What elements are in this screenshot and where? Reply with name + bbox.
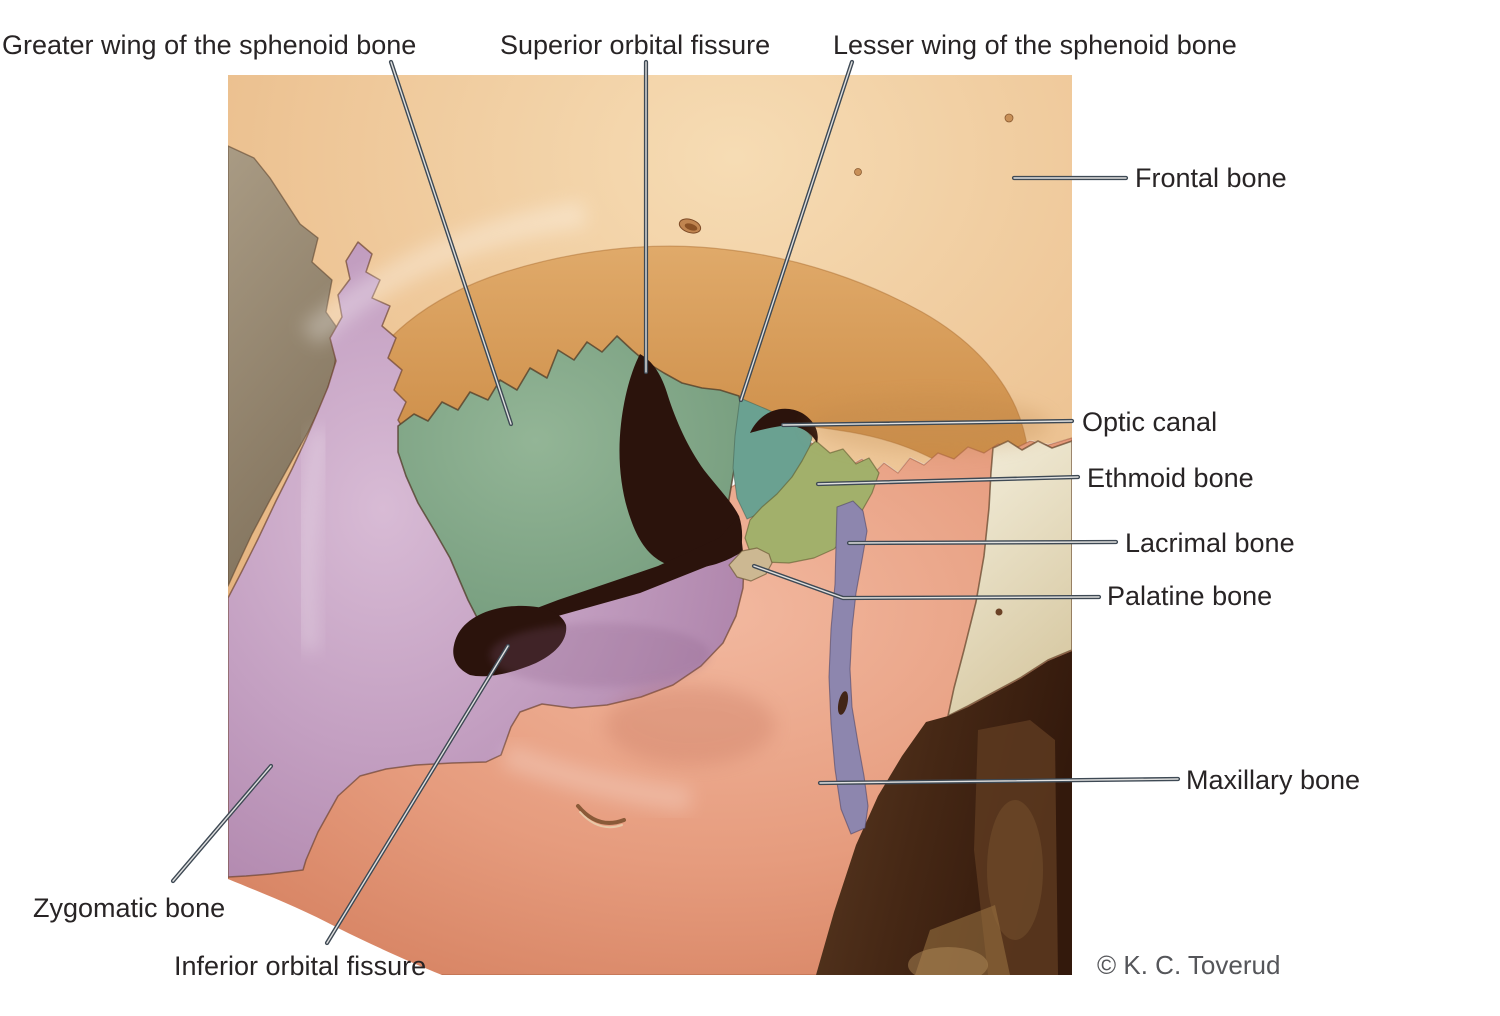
label-palatine-bone: Palatine bone [1107, 581, 1273, 611]
shading-highlights [298, 201, 1050, 812]
label-ethmoid-bone: Ethmoid bone [1087, 463, 1254, 493]
label-frontal-bone: Frontal bone [1135, 163, 1287, 193]
label-inferior-orbital-fissure: Inferior orbital fissure [174, 951, 427, 981]
bone-foramina [576, 113, 1014, 829]
zygomatic-bone-region [228, 241, 745, 878]
white-bone-strip [947, 440, 1072, 717]
copyright-credit: © K. C. Toverud [1097, 950, 1281, 980]
optic-canal-region [750, 408, 818, 443]
label-lesser-wing: Lesser wing of the sphenoid bone [833, 30, 1237, 60]
label-optic-canal: Optic canal [1082, 407, 1218, 437]
lacrimal-bone-region [828, 500, 869, 835]
palatine-bone-region [728, 547, 773, 582]
nasal-concha [987, 800, 1043, 940]
label-lacrimal-bone: Lacrimal bone [1125, 528, 1295, 558]
label-maxillary-bone: Maxillary bone [1186, 765, 1361, 795]
label-zygomatic-bone: Zygomatic bone [33, 893, 226, 923]
nasal-floor-light [908, 947, 988, 975]
label-superior-orbital-fissure: Superior orbital fissure [500, 30, 771, 60]
label-greater-wing: Greater wing of the sphenoid bone [2, 30, 417, 60]
leader-lines [170, 59, 1181, 946]
